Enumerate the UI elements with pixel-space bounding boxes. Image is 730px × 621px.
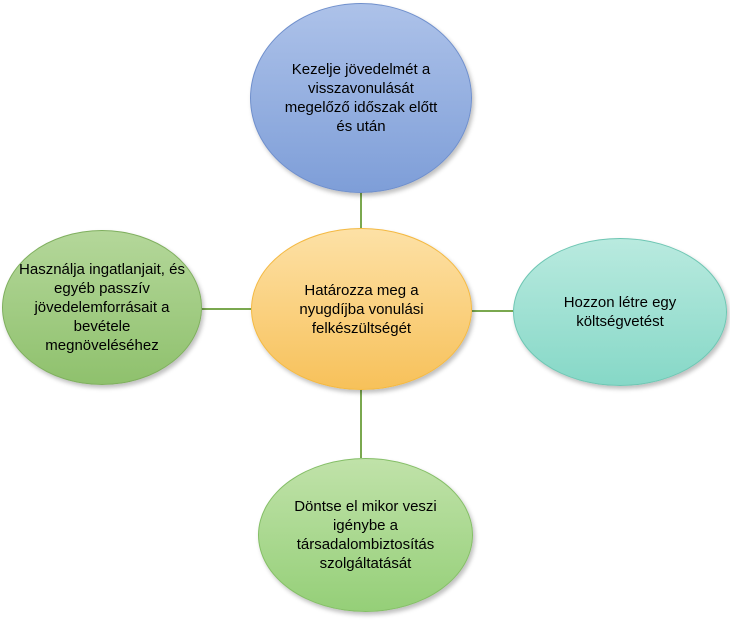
node-top-label: Kezelje jövedelmét a visszavonulását meg… — [284, 61, 438, 135]
node-right: Hozzon létre egy költségvetést — [513, 238, 727, 386]
node-top: Kezelje jövedelmét a visszavonulását meg… — [250, 3, 472, 193]
node-bottom-label: Döntse el mikor veszi igénybe a társadal… — [294, 498, 437, 572]
node-right-label: Hozzon létre egy költségvetést — [563, 294, 677, 330]
node-left: Használja ingatlanjait, és egyéb passzív… — [2, 230, 202, 385]
node-center: Határozza meg a nyugdíjba vonulási felké… — [251, 228, 472, 390]
node-center-label: Határozza meg a nyugdíjba vonulási felké… — [299, 281, 424, 337]
node-left-label: Használja ingatlanjait, és egyéb passzív… — [19, 261, 185, 354]
node-bottom: Döntse el mikor veszi igénybe a társadal… — [258, 458, 473, 612]
